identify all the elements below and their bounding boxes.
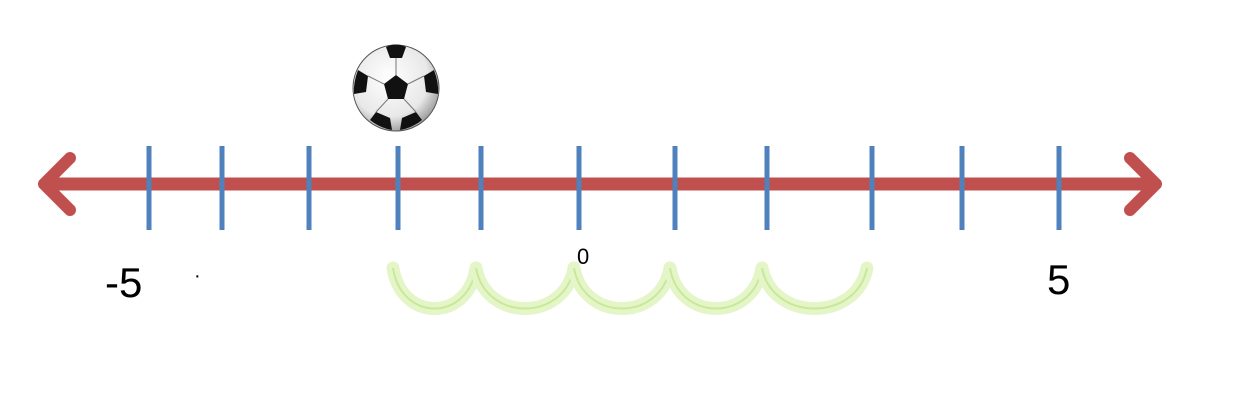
arrow-right-icon — [1124, 152, 1162, 216]
jump-arc — [663, 261, 769, 315]
jump-arc-edge — [392, 267, 477, 310]
jump-arc — [469, 261, 581, 315]
jump-arc — [386, 261, 483, 315]
arrow-left-icon — [38, 152, 76, 216]
label-min: -5 — [105, 259, 143, 306]
jump-arc-edge — [669, 267, 763, 310]
jump-arc — [755, 261, 874, 315]
label-zero: 0 — [577, 244, 590, 269]
soccer-ball-icon — [352, 44, 440, 132]
jump-arcs — [386, 261, 874, 315]
jump-arc-edge — [475, 267, 575, 310]
tick-marks — [146, 146, 1062, 230]
jump-arc-edge — [761, 267, 868, 310]
label-max: 5 — [1047, 256, 1071, 303]
label-dot: · — [194, 265, 201, 287]
jump-arc — [567, 261, 677, 315]
jump-arc-edge — [573, 267, 671, 310]
